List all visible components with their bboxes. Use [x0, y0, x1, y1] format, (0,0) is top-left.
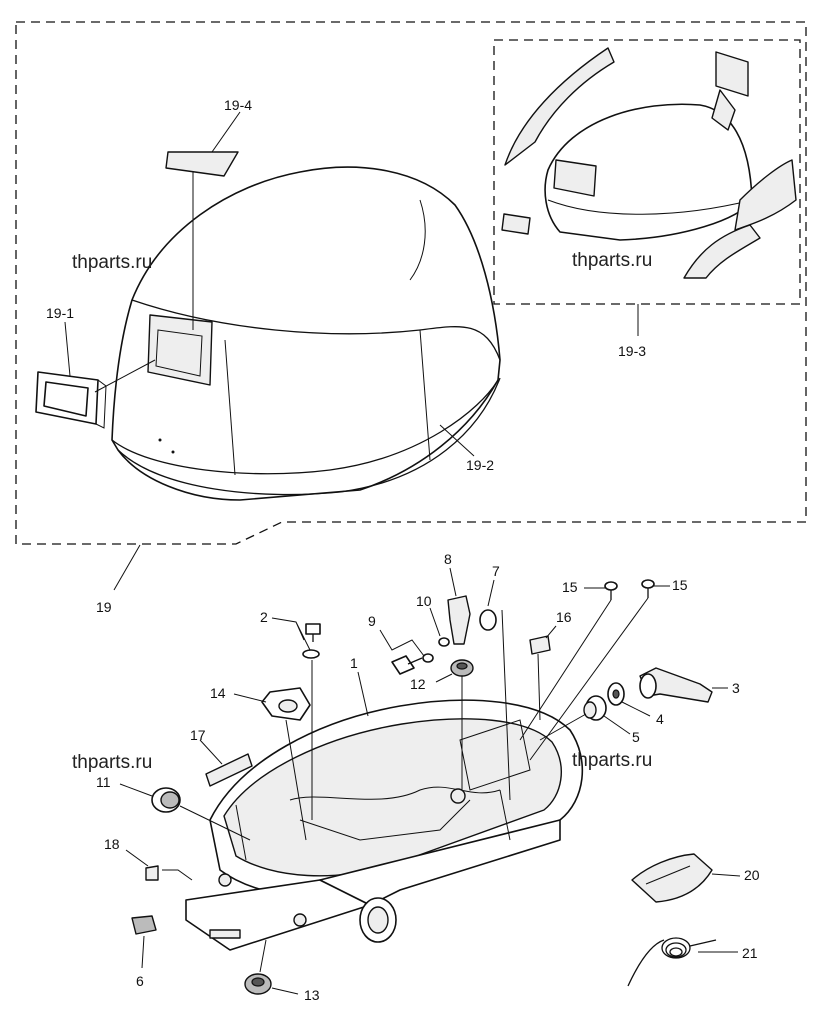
- callout-15-right: 15: [672, 577, 688, 593]
- grommet-12-part: [450, 659, 474, 677]
- grommet-14-part: [261, 687, 311, 721]
- callout-11: 11: [96, 774, 111, 790]
- callout-1: 1: [350, 655, 358, 671]
- callout-5: 5: [632, 729, 640, 745]
- watermark-bottom-left: thparts.ru: [72, 752, 152, 773]
- watermark-top-right: thparts.ru: [572, 250, 652, 271]
- decal-19-4-part: [165, 151, 239, 177]
- decal-16-part: [529, 635, 551, 655]
- bushing-5-part: [583, 695, 607, 721]
- callout-19: 19: [96, 599, 112, 615]
- callout-19-3: 19-3: [618, 343, 646, 359]
- washer-part: [422, 653, 434, 663]
- washer-4-part: [607, 682, 625, 706]
- handle-3-part: [639, 667, 713, 703]
- grommet-11-part: [151, 787, 181, 813]
- pouch-20-part: [631, 853, 713, 903]
- group-19-3-boundary: [493, 39, 801, 305]
- callout-7: 7: [492, 563, 500, 579]
- collar-7-part: [479, 609, 497, 631]
- decal-17-part: [205, 753, 253, 787]
- callout-8: 8: [444, 551, 452, 567]
- screw-15-left-part: [604, 581, 618, 600]
- callout-13: 13: [304, 987, 320, 1003]
- callout-15-left: 15: [562, 579, 578, 595]
- callout-19-2: 19-2: [466, 457, 494, 473]
- callout-3: 3: [732, 680, 740, 696]
- clip-18-part: [145, 865, 159, 881]
- watermark-bottom-right: thparts.ru: [572, 750, 652, 771]
- grommet-13-part: [244, 973, 272, 995]
- callout-4: 4: [656, 711, 664, 727]
- watermark-top-left: thparts.ru: [72, 252, 152, 273]
- lever-8-part: [447, 595, 471, 645]
- callout-2: 2: [260, 609, 268, 625]
- bolt-9-part: [391, 655, 423, 675]
- decal-set-19-3-part: [501, 47, 797, 279]
- callout-16: 16: [556, 609, 572, 625]
- callout-9: 9: [368, 613, 376, 629]
- intake-seal-19-1-part: [35, 371, 107, 429]
- callout-10: 10: [416, 593, 432, 609]
- callout-6: 6: [136, 973, 144, 989]
- callout-18: 18: [104, 836, 120, 852]
- callout-19-1: 19-1: [46, 305, 74, 321]
- washer-10-part: [438, 637, 450, 647]
- callout-17: 17: [190, 727, 206, 743]
- bottom-cowling-part: [185, 699, 584, 951]
- callout-19-4: 19-4: [224, 97, 252, 113]
- callout-12: 12: [410, 676, 426, 692]
- screw-15-right-part: [641, 579, 655, 598]
- callout-14: 14: [210, 685, 226, 701]
- starter-rope-21-part: [627, 937, 717, 987]
- top-cowling-part: [111, 166, 501, 501]
- callout-21: 21: [742, 945, 758, 961]
- plug-6-part: [131, 915, 157, 935]
- bolt-2-part: [302, 623, 321, 659]
- callout-20: 20: [744, 867, 760, 883]
